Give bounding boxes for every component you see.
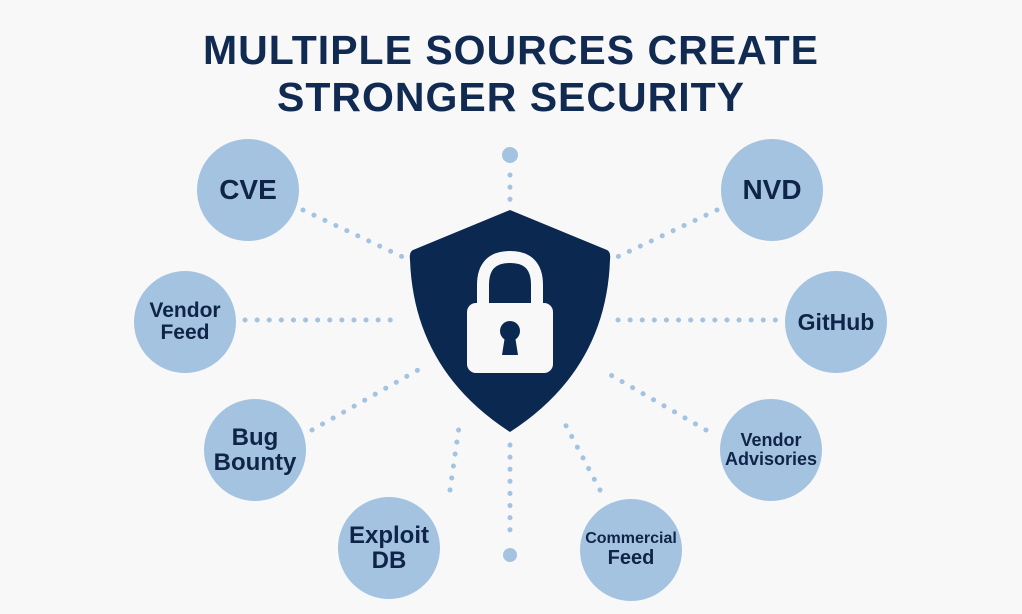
source-cve: CVE — [197, 139, 299, 241]
source-nvd: NVD — [721, 139, 823, 241]
connector-nvd — [612, 207, 720, 261]
connector-bug-bounty — [309, 367, 421, 433]
source-github: GitHub — [785, 271, 887, 373]
shield-lock-icon — [409, 210, 611, 432]
connector-exploit-db — [447, 417, 463, 493]
connector-cve — [300, 207, 408, 261]
title-line-1: MULTIPLE SOURCES CREATE — [203, 27, 819, 73]
title-line-2: STRONGER SECURITY — [276, 74, 746, 120]
lock-shackle — [477, 250, 543, 305]
dotted-connectors — [242, 172, 781, 543]
connector-vendor-advisories — [599, 367, 709, 433]
top-dot — [502, 147, 518, 163]
bottom-dot — [503, 548, 517, 562]
connector-commercial-feed — [560, 417, 603, 493]
